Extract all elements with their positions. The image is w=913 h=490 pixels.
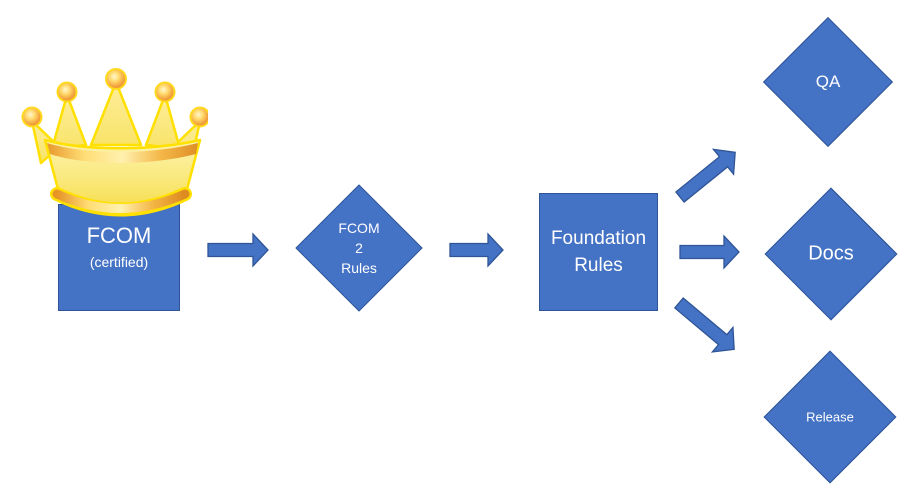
right-arrow-icon [207, 232, 269, 268]
node-fcom-2-rules: FCOM 2 Rules [295, 184, 423, 312]
qa-label: QA [815, 72, 841, 91]
rules2-line1: FCOM [338, 220, 380, 236]
foundation-line1: Foundation [550, 228, 647, 249]
release-label: Release [806, 409, 854, 425]
node-fcom-certified: FCOM (certified) [58, 204, 180, 311]
crown-icon [21, 68, 208, 217]
fcom-subtitle: (certified) [89, 254, 149, 270]
node-foundation-rules: Foundation Rules [539, 193, 658, 311]
node-release: Release [763, 350, 897, 484]
rules2-line3: Rules [341, 260, 377, 276]
docs-label: Docs [808, 242, 854, 265]
node-docs: Docs [764, 187, 898, 321]
right-arrow-icon [449, 232, 504, 268]
down-right-arrow-icon [673, 297, 735, 353]
fcom-title: FCOM [86, 223, 152, 248]
fcom-2-rules-label: FCOM 2 Rules [338, 218, 379, 278]
node-qa: QA [762, 16, 894, 148]
up-right-arrow-icon [674, 148, 736, 203]
right-arrow-icon [679, 234, 740, 270]
foundation-line2: Rules [574, 255, 623, 276]
rules2-line2: 2 [355, 240, 363, 256]
